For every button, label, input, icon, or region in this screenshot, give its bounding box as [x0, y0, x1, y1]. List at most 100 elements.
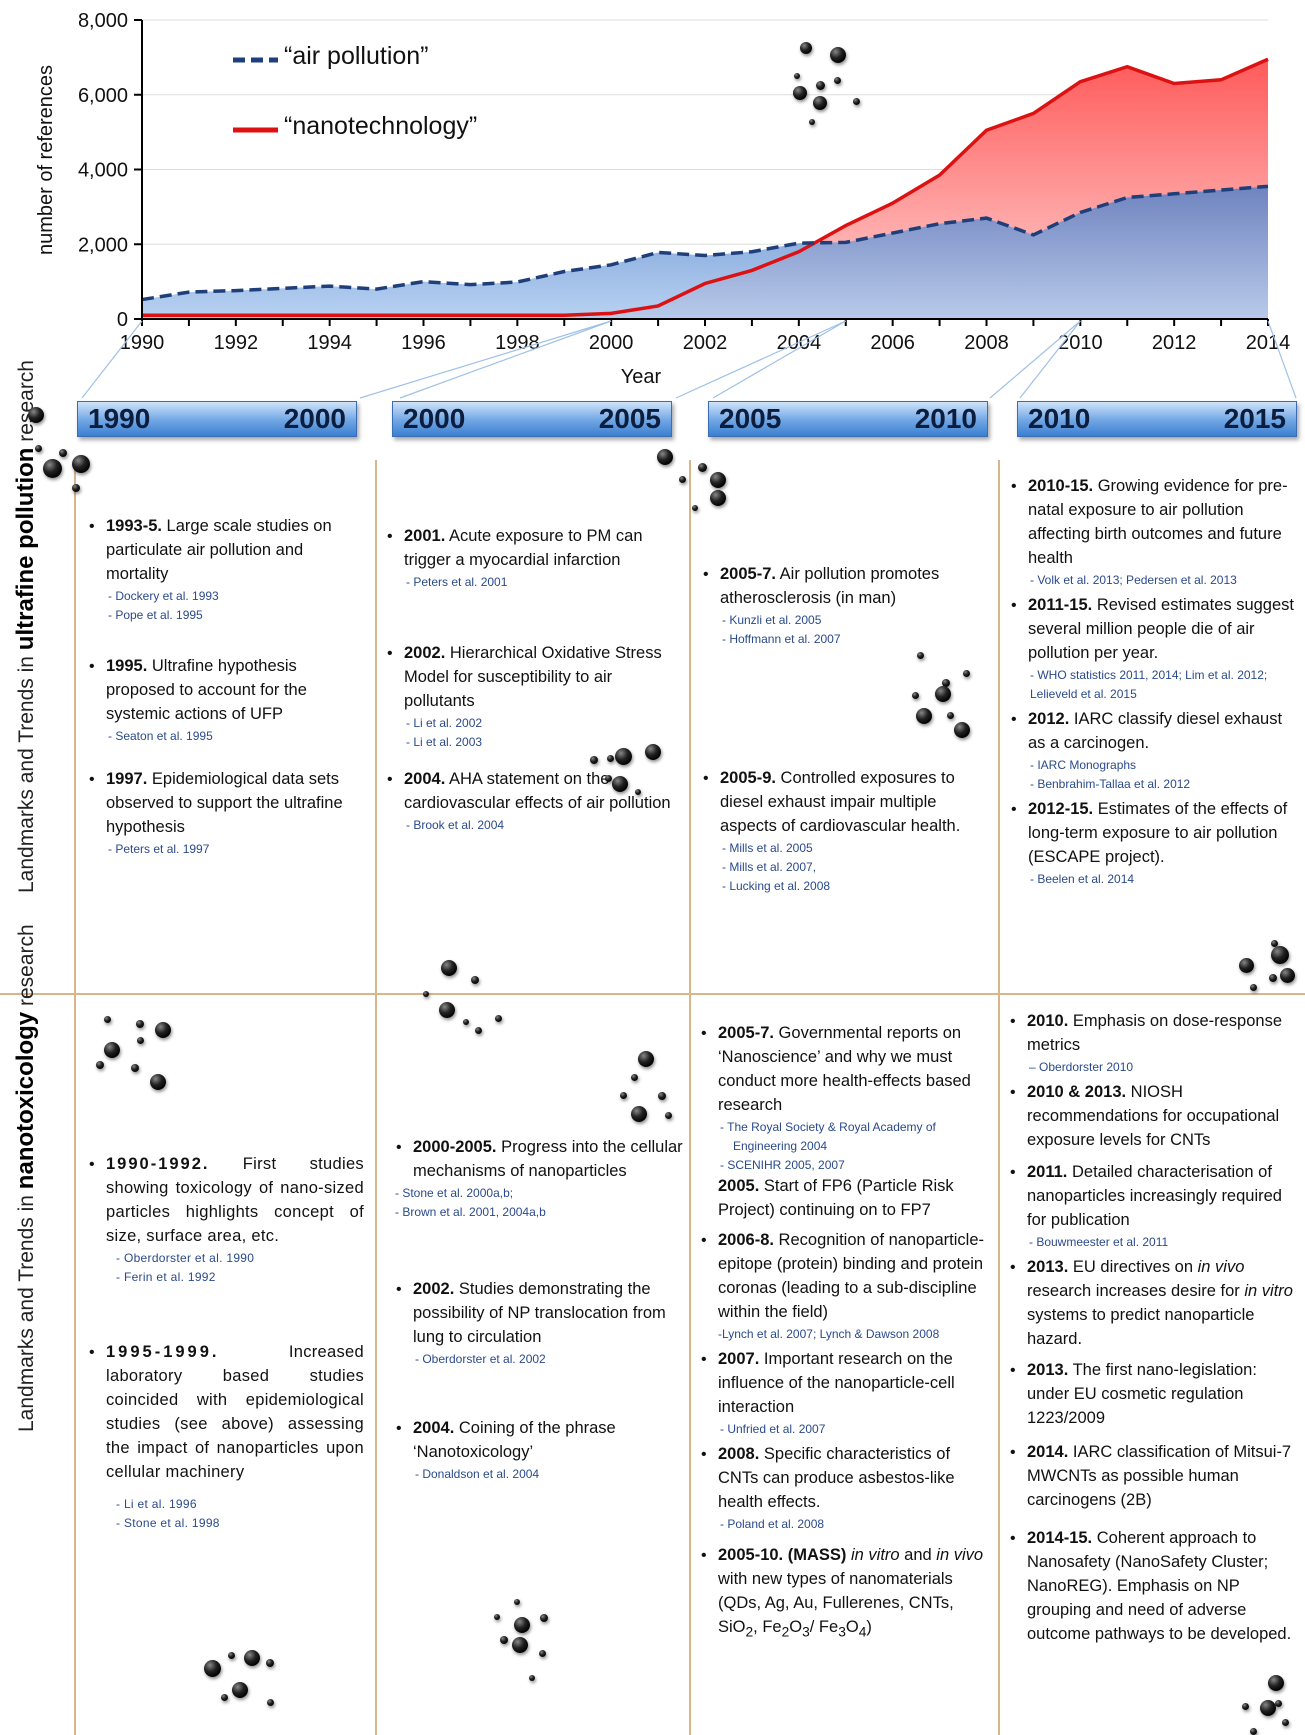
ufp-item: 2012. IARC classify diesel exhaust as a …	[1011, 708, 1302, 794]
period-end: 2015	[1223, 403, 1286, 434]
reference: - Pope et al. 1995	[108, 607, 203, 622]
row-label-suffix: research	[15, 924, 38, 1012]
ufp-item: 1995. Ultrafine hypothesis proposed to a…	[89, 655, 364, 746]
x-tick-label: 2012	[1152, 332, 1197, 354]
row-label-bold: nanotoxicology	[12, 1011, 39, 1190]
nanoparticle-dot	[244, 1650, 260, 1666]
nano-column-1990-2000: 1990-1992. First studies showing toxicol…	[86, 1153, 364, 1533]
nanoparticle-dot	[104, 1042, 120, 1058]
ufp-item: 2005-7. Air pollution promotes atheroscl…	[703, 563, 990, 649]
x-tick-label: 2002	[683, 332, 728, 354]
period-connectors	[81, 320, 1297, 399]
legend-nanotechnology-label: “nanotechnology”	[284, 112, 477, 140]
ufp-item: 1997. Epidemiological data sets observed…	[89, 768, 364, 859]
nanoparticle-dot	[423, 991, 429, 997]
reference: - Li et al. 2003	[406, 734, 483, 749]
nanoparticle-dot	[72, 455, 90, 473]
nanoparticle-dot	[512, 1637, 528, 1653]
nanoparticle-dot	[1249, 983, 1257, 991]
air-pollution-line	[141, 184, 1269, 302]
nanotechnology-line	[142, 57, 1269, 318]
column-divider	[74, 460, 76, 1735]
row-label-suffix: research	[15, 360, 38, 448]
nanoparticle-dot	[1279, 967, 1295, 983]
reference: SCENIHR 2005, 2007	[718, 1156, 990, 1175]
row-label-nano: Landmarks and Trends in nanotoxicology r…	[12, 924, 40, 1432]
nanoparticle-dot	[266, 1698, 274, 1706]
row-label-prefix: Landmarks and Trends in	[15, 1189, 38, 1432]
x-tick-label: 2006	[870, 332, 915, 354]
nano-item: 2008. Specific characteristics of CNTs c…	[701, 1443, 990, 1534]
nano-item: 2004. Coining of the phrase ‘Nanotoxicol…	[396, 1417, 683, 1484]
nanoparticle-dot	[614, 747, 632, 765]
nanoparticle-dot	[697, 462, 707, 472]
reference: -Lynch et al. 2007; Lynch & Dawson 2008	[718, 1326, 940, 1341]
ufp-column-2000-2005: 2001. Acute exposure to PM can trigger a…	[384, 525, 682, 835]
nanoparticle-dot	[809, 119, 815, 125]
x-tick-label: 2008	[964, 332, 1009, 354]
nanoparticle-dot	[220, 1693, 228, 1701]
y-tick-label: 2,000	[78, 234, 128, 256]
ufp-item: 2011-15. Revised estimates suggest sever…	[1011, 594, 1302, 704]
nanoparticle-dot	[1238, 957, 1254, 973]
period-start: 1990	[88, 403, 151, 434]
reference: - Hoffmann et al. 2007	[722, 632, 841, 647]
reference: Stone et al. 1998	[106, 1514, 364, 1533]
nanoparticle-dot	[657, 449, 673, 465]
connector-line	[989, 320, 1081, 399]
row-label-ufp: Landmarks and Trends in ultrafine pollut…	[12, 360, 40, 893]
ufp-item: 1993-5. Large scale studies on particula…	[89, 515, 364, 625]
nanoparticle-dot	[946, 711, 954, 719]
nanoparticle-dot	[232, 1682, 248, 1698]
x-tick-label: 1990	[120, 332, 165, 354]
nanoparticle-dot	[604, 774, 612, 782]
nano-item: 2011. Detailed characterisation of nanop…	[1010, 1161, 1303, 1252]
nanoparticle-dot	[631, 1106, 647, 1122]
nano-column-2010-2015: 2010. Emphasis on dose-response metrics …	[1007, 1010, 1303, 1647]
connector-line	[81, 320, 143, 399]
nanoparticle-dot	[793, 86, 807, 100]
x-axis-label: Year	[621, 366, 662, 388]
nanoparticle-dot	[800, 42, 812, 54]
nanoparticle-dot	[1274, 1699, 1282, 1707]
nano-column-2000-2005: 2000-2005. Progress into the cellular me…	[393, 1136, 683, 1484]
nanoparticle-dot	[494, 1614, 500, 1620]
connector-line	[712, 320, 847, 399]
row-divider	[0, 993, 1305, 995]
reference: - Kunzli et al. 2005	[722, 612, 822, 627]
connector-line	[1019, 320, 1081, 399]
nanoparticle-dot	[638, 1051, 654, 1067]
ufp-item: 2010-15. Growing evidence for pre-natal …	[1011, 475, 1302, 590]
nano-extra-item: 2005. Start of FP6 (Particle Risk Projec…	[718, 1177, 954, 1220]
nano-item: 2010 & 2013. NIOSH recommendations for o…	[1010, 1081, 1303, 1153]
reference: - Oberdorster et al. 2002	[415, 1351, 546, 1366]
nanoparticle-dot	[813, 96, 827, 110]
nanoparticle-dot	[1271, 946, 1289, 964]
nanoparticle-dot	[1270, 939, 1278, 947]
reference: - Peters et al. 1997	[108, 841, 210, 856]
nanoparticle-dot	[441, 960, 457, 976]
nanoparticle-dot	[833, 76, 841, 84]
reference: - Donaldson et al. 2004	[415, 1467, 540, 1482]
nanoparticle-dot	[619, 1091, 627, 1099]
x-tick-label: 1994	[307, 332, 352, 354]
connector-line	[675, 320, 846, 399]
reference: - Seaton et al. 1995	[108, 728, 213, 743]
nanoparticle-dot	[954, 722, 970, 738]
period-2000-2005: 2000 2005	[392, 401, 672, 437]
x-tick-label: 1992	[214, 332, 259, 354]
nanoparticle-dot	[494, 1014, 502, 1022]
nanoparticle-dot	[1260, 1700, 1276, 1716]
reference: - IARC Monographs	[1030, 757, 1137, 772]
column-divider	[689, 460, 691, 1735]
nanoparticle-dot	[463, 1019, 469, 1025]
connector-line	[399, 320, 612, 399]
reference: Brown et al. 2001, 2004a,b	[393, 1203, 683, 1222]
nanoparticle-dot	[911, 691, 919, 699]
y-axis-label: number of references	[35, 65, 57, 255]
nano-item: 2014. IARC classification of Mitsui-7 MW…	[1010, 1441, 1303, 1513]
reference: - Mills et al. 2007,	[722, 860, 817, 875]
y-tick-label: 4,000	[78, 160, 128, 182]
connector-line	[1267, 320, 1297, 399]
